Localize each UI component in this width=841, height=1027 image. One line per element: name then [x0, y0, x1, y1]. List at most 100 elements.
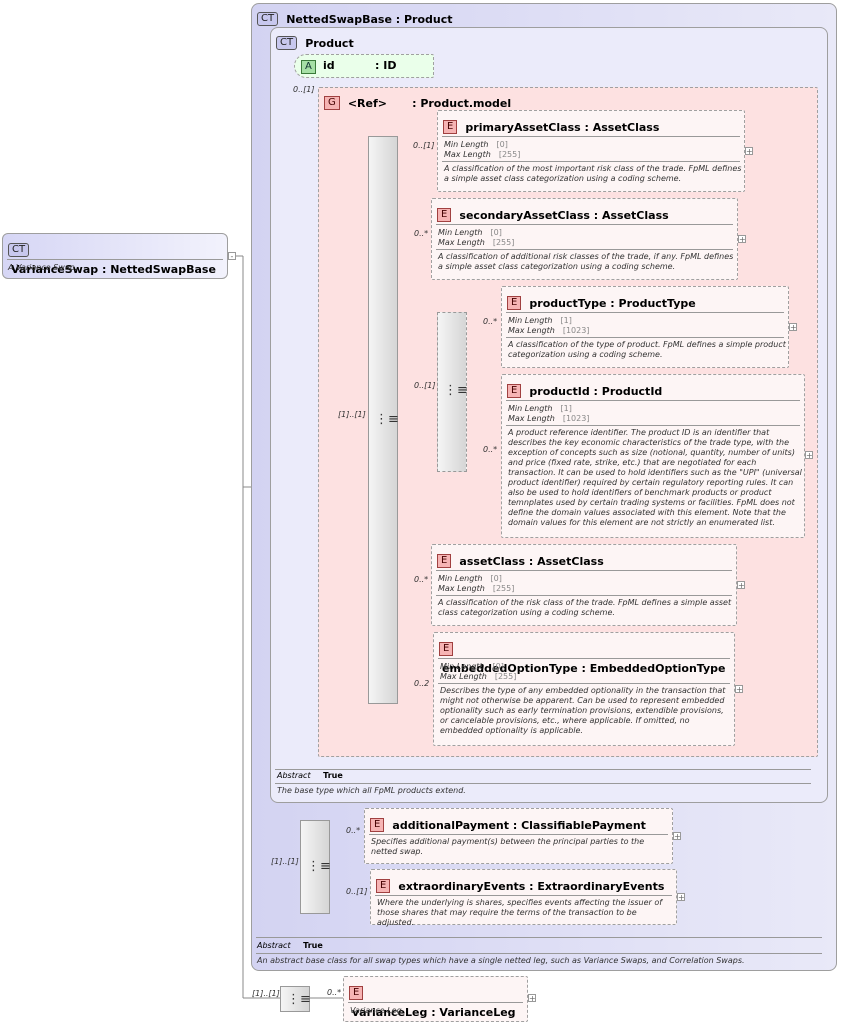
- group-ref-title: <Ref>: [347, 97, 387, 110]
- netted-swap-sequence[interactable]: ⋮≡: [300, 820, 331, 914]
- max-length-label: Max Length: [440, 672, 487, 681]
- abstract-value: True: [323, 771, 343, 780]
- element-title: additionalPayment : ClassifiablePayment: [392, 819, 646, 832]
- id-attribute[interactable]: A id : ID: [294, 54, 434, 78]
- variance-swap-sequence[interactable]: ⋮≡: [280, 986, 311, 1012]
- element-icon: E: [439, 641, 454, 656]
- divider: [275, 769, 811, 770]
- element-icon: E: [507, 383, 522, 398]
- product-id-element[interactable]: E productId : ProductId Min Length[1] Ma…: [501, 374, 805, 538]
- max-length-label: Max Length: [444, 150, 491, 159]
- min-length-value: [0]: [490, 574, 502, 583]
- sequence-icon: ⋮≡: [307, 859, 331, 874]
- plus-icon[interactable]: +: [789, 323, 797, 332]
- min-length-value: [0]: [490, 228, 502, 237]
- max-length-label: Max Length: [438, 584, 485, 593]
- element-desc: Variance Leg.: [350, 1006, 405, 1015]
- cardinality: 0..*: [414, 575, 429, 584]
- product-title: Product: [305, 37, 354, 50]
- max-length-value: [255]: [494, 672, 517, 681]
- sequence-icon: ⋮≡: [287, 992, 311, 1007]
- plus-icon[interactable]: -: [228, 252, 236, 261]
- cardinality: 0..*: [414, 229, 429, 238]
- sequence-cardinality: [1]..[1]: [338, 410, 366, 419]
- element-title: productType : ProductType: [529, 297, 696, 310]
- min-length-label: Min Length: [440, 662, 485, 671]
- sequence-icon: ⋮≡: [444, 383, 468, 398]
- plus-icon[interactable]: +: [528, 994, 536, 1003]
- element-icon: E: [507, 295, 522, 310]
- divider: [256, 953, 822, 954]
- plus-icon[interactable]: +: [745, 147, 753, 156]
- element-icon: E: [443, 119, 458, 134]
- element-desc: A product reference identifier. The prod…: [508, 428, 802, 527]
- product-sequence[interactable]: ⋮≡: [368, 136, 399, 704]
- element-icon: E: [349, 985, 364, 1000]
- plus-icon[interactable]: +: [738, 235, 746, 244]
- element-title: extraordinaryEvents : ExtraordinaryEvent…: [398, 880, 665, 893]
- variance-swap-type[interactable]: CT VarianceSwap : NettedSwapBase A Varia…: [2, 233, 228, 279]
- min-length-value: [1]: [560, 404, 572, 413]
- product-type-element[interactable]: E productType : ProductType Min Length [1…: [501, 286, 789, 368]
- abstract-label: Abstract: [257, 941, 291, 950]
- embedded-option-type-element[interactable]: E embeddedOptionType : EmbeddedOptionTyp…: [433, 632, 735, 746]
- cardinality: 0..*: [483, 445, 498, 454]
- element-desc: Describes the type of any embedded optio…: [440, 686, 726, 735]
- element-icon: E: [437, 553, 452, 568]
- element-title: varianceLeg : VarianceLeg: [352, 1006, 516, 1019]
- element-title: embeddedOptionType : EmbeddedOptionType: [442, 662, 726, 675]
- element-desc: A classification of the risk class of th…: [438, 598, 732, 617]
- cardinality: 0..*: [327, 988, 342, 997]
- variance-leg-element[interactable]: E varianceLeg : VarianceLeg Variance Leg…: [343, 976, 528, 1022]
- max-length-value: [255]: [492, 238, 515, 247]
- max-length-value: [255]: [492, 584, 515, 593]
- variance-swap-title: VarianceSwap : NettedSwapBase: [11, 263, 216, 276]
- element-desc: A classification of the type of product.…: [508, 340, 786, 359]
- secondary-asset-class-element[interactable]: E secondaryAssetClass : AssetClass Min L…: [431, 198, 738, 280]
- primary-asset-class-element[interactable]: E primaryAssetClass : AssetClass Min Len…: [437, 110, 745, 192]
- id-attribute-name: id: [323, 59, 335, 72]
- divider: [256, 937, 822, 938]
- group-icon: G: [324, 95, 340, 110]
- element-title: secondaryAssetClass : AssetClass: [459, 209, 669, 222]
- complex-type-icon: CT: [276, 35, 298, 50]
- max-length-value: [255]: [498, 150, 521, 159]
- sequence-icon: ⋮≡: [375, 412, 399, 427]
- abstract-label: Abstract: [277, 771, 311, 780]
- plus-icon[interactable]: +: [735, 685, 743, 694]
- min-length-label: Min Length: [508, 404, 553, 413]
- divider: [275, 783, 811, 784]
- sequence-cardinality: [1]..[1]: [271, 857, 299, 866]
- id-attribute-type: : ID: [375, 59, 397, 72]
- min-length-value: [0]: [492, 662, 504, 671]
- cardinality: 0..2: [414, 679, 430, 688]
- sequence-cardinality: [1]..[1]: [252, 989, 280, 998]
- max-length-value: [1023]: [562, 414, 590, 423]
- max-length-label: Max Length: [508, 414, 555, 423]
- choice-cardinality: 0..[1]: [414, 381, 436, 390]
- plus-icon[interactable]: +: [673, 832, 681, 841]
- plus-icon[interactable]: +: [805, 451, 813, 460]
- complex-type-icon: CT: [8, 242, 30, 257]
- attribute-icon: A: [301, 60, 316, 74]
- element-desc: A classification of additional risk clas…: [438, 252, 734, 271]
- element-icon: E: [437, 207, 452, 222]
- abstract-value: True: [303, 941, 323, 950]
- extraordinary-events-element[interactable]: E extraordinaryEvents : ExtraordinaryEve…: [370, 869, 677, 927]
- additional-payment-element[interactable]: E additionalPayment : ClassifiablePaymen…: [364, 808, 673, 864]
- product-desc: The base type which all FpML products ex…: [277, 786, 466, 795]
- complex-type-icon: CT: [257, 11, 279, 26]
- min-length-value: [0]: [496, 140, 508, 149]
- min-length-label: Min Length: [444, 140, 489, 149]
- min-length-label: Min Length: [508, 316, 553, 325]
- element-desc: Where the underlying is shares, specifie…: [377, 898, 663, 927]
- asset-class-element[interactable]: E assetClass : AssetClass Min Length[0] …: [431, 544, 737, 626]
- element-icon: E: [376, 878, 391, 893]
- group-cardinality: 0..[1]: [293, 85, 315, 94]
- product-choice[interactable]: ⋮≡: [437, 312, 468, 472]
- plus-icon[interactable]: +: [737, 581, 745, 590]
- cardinality: 0..[1]: [346, 887, 368, 896]
- plus-icon[interactable]: +: [677, 893, 685, 902]
- cardinality: 0..[1]: [413, 141, 435, 150]
- min-length-value: [1]: [560, 316, 572, 325]
